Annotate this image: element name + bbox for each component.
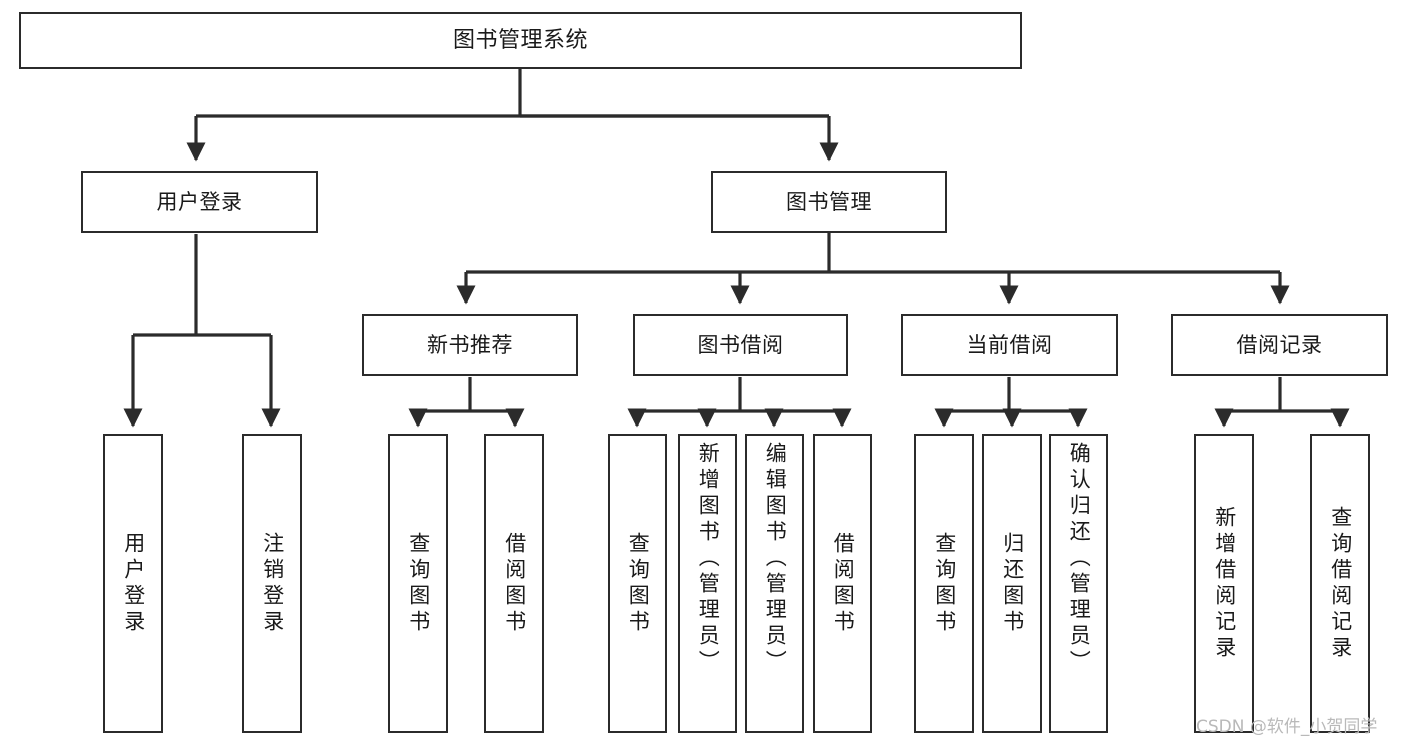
leaf-query-book-recommend[interactable]: 查询图书 — [388, 434, 448, 733]
node-label: 确认归还（管理员） — [1067, 442, 1092, 676]
node-user-login[interactable]: 用户登录 — [81, 171, 318, 233]
node-current-borrow[interactable]: 当前借阅 — [901, 314, 1118, 376]
leaf-query-book-borrow[interactable]: 查询图书 — [608, 434, 667, 733]
node-label: 借阅记录 — [1236, 332, 1323, 357]
leaf-borrow-book-borrow[interactable]: 借阅图书 — [813, 434, 872, 733]
node-root-system[interactable]: 图书管理系统 — [19, 12, 1022, 69]
leaf-add-borrow-record[interactable]: 新增借阅记录 — [1194, 434, 1254, 733]
leaf-user-login[interactable]: 用户登录 — [103, 434, 163, 733]
leaf-add-book-admin[interactable]: 新增图书（管理员） — [678, 434, 737, 733]
node-label: 图书管理系统 — [452, 27, 588, 53]
node-label: 借阅图书 — [502, 531, 527, 636]
node-borrow-record[interactable]: 借阅记录 — [1171, 314, 1388, 376]
node-label: 编辑图书（管理员） — [763, 442, 788, 676]
node-label: 用户登录 — [121, 531, 146, 636]
node-label: 借阅图书 — [831, 531, 856, 636]
node-label: 用户登录 — [156, 189, 243, 214]
node-label: 当前借阅 — [966, 332, 1053, 357]
node-label: 查询图书 — [626, 531, 651, 636]
leaf-borrow-book-recommend[interactable]: 借阅图书 — [484, 434, 544, 733]
leaf-confirm-return-admin[interactable]: 确认归还（管理员） — [1049, 434, 1108, 733]
node-label: 新增图书（管理员） — [696, 442, 721, 676]
node-label: 注销登录 — [260, 531, 285, 636]
leaf-edit-book-admin[interactable]: 编辑图书（管理员） — [745, 434, 804, 733]
node-label: 查询借阅记录 — [1328, 505, 1353, 662]
node-label: 新增借阅记录 — [1212, 505, 1237, 662]
node-label: 查询图书 — [932, 531, 957, 636]
node-new-book-recommend[interactable]: 新书推荐 — [362, 314, 578, 376]
node-label: 新书推荐 — [427, 332, 513, 357]
leaf-return-book[interactable]: 归还图书 — [982, 434, 1042, 733]
node-label: 归还图书 — [1000, 531, 1025, 636]
node-label: 图书管理 — [786, 189, 872, 214]
node-label: 查询图书 — [406, 531, 431, 636]
watermark-text: CSDN @软件_小贺同学 — [1196, 717, 1378, 737]
node-label: 图书借阅 — [697, 332, 784, 357]
leaf-query-book-current[interactable]: 查询图书 — [914, 434, 974, 733]
node-book-borrow[interactable]: 图书借阅 — [633, 314, 848, 376]
leaf-logout[interactable]: 注销登录 — [242, 434, 302, 733]
leaf-query-borrow-record[interactable]: 查询借阅记录 — [1310, 434, 1370, 733]
node-book-manage[interactable]: 图书管理 — [711, 171, 947, 233]
